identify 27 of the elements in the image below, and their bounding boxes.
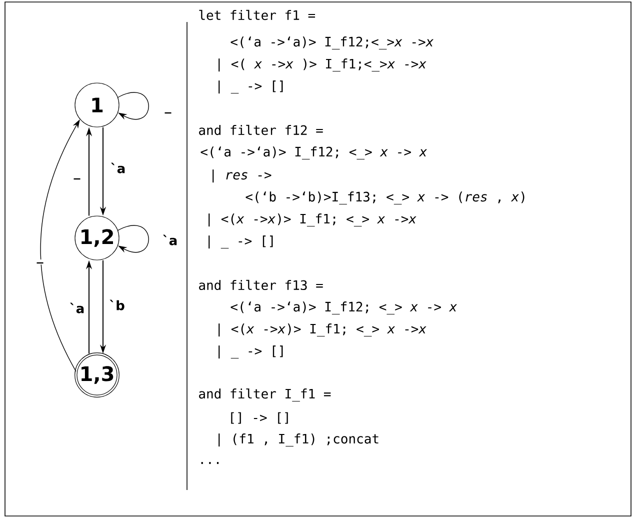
code-line: | <(x ->x)> I_f1; <_> x ->x [218,324,426,336]
code-line: [] -> [] [231,412,288,424]
code-line: and filter f12 = [199,124,323,136]
code-line: | _ -> [] [208,236,273,248]
code-line: and filter f13 = [199,280,323,290]
code-line: <(‘a ->‘a)> I_f12; <_> x -> x [230,302,458,314]
edge-label: `a [109,162,127,174]
edge-label: `a [161,234,179,246]
code-line: <(‘a ->‘a)> I_f12; <_> x -> x [200,146,428,160]
code-line: | res -> [212,170,272,182]
code-line: let filter f1 = [199,10,316,20]
edge-label: _ [72,175,82,181]
arrow [118,225,149,253]
code-line: ... [201,462,219,464]
code-line: and filter I_f1 = [199,388,331,402]
code-line: | (f1 , I_f1) ;concat [218,434,378,446]
code-line: | _ -> [] [218,346,283,358]
arrow [118,92,149,120]
code-line: <(‘a ->‘a)> I_f12;<_>x ->x [230,36,434,50]
code-line: | <(x ->x)> I_f1; <_> x ->x [208,214,416,226]
edge-label: _ [164,109,172,115]
edge-label: `b [108,298,126,312]
code-line: | _ -> [] [218,80,283,94]
code-line: | <( x ->x )> I_f1;<_>x ->x [218,58,426,72]
code-line: <(‘b ->‘b)>I_f13; <_> x -> (res , x) [246,192,524,204]
edge-label: _ [36,259,44,265]
edge-label: `a [68,302,86,314]
